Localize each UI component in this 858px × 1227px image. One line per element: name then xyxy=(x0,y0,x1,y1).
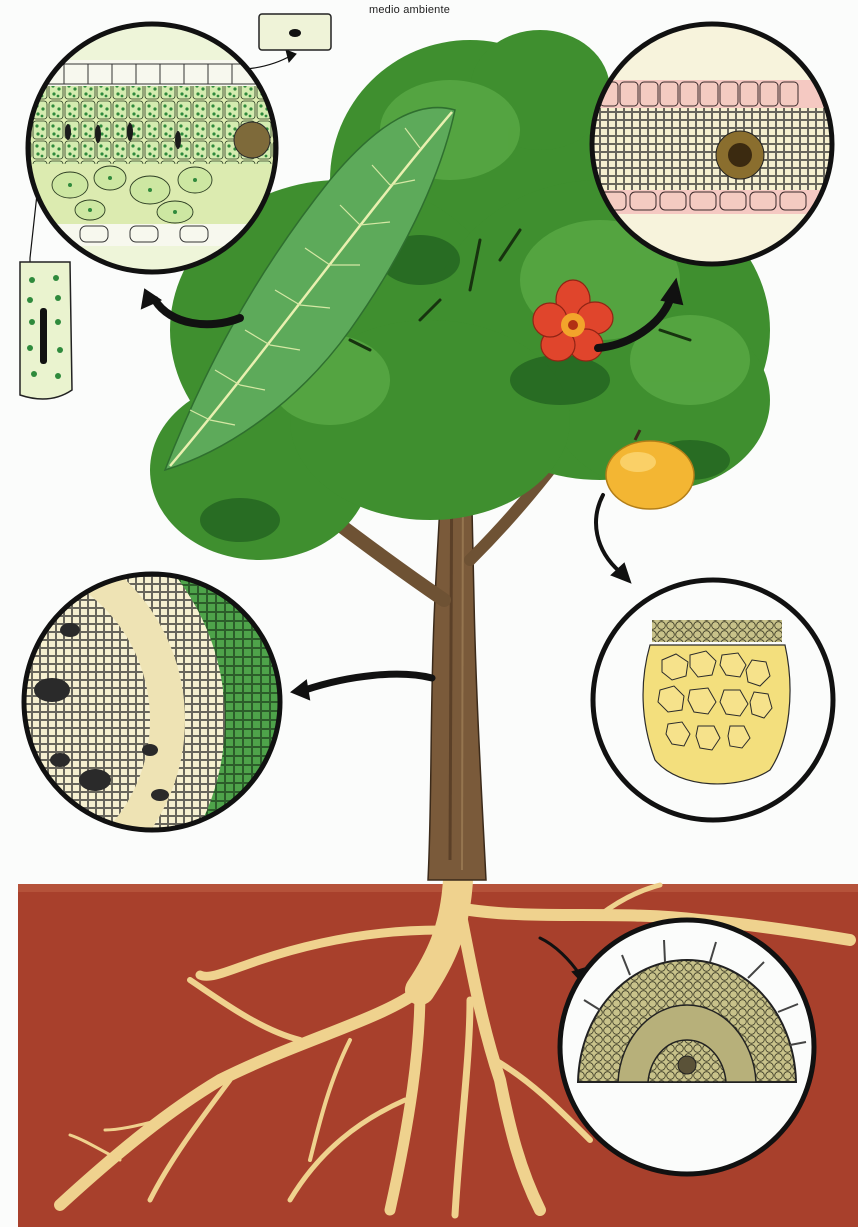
epidermis-cell-detail xyxy=(259,14,331,50)
palisade-cell-detail xyxy=(20,262,72,399)
environment-label: medio ambiente xyxy=(369,4,450,16)
